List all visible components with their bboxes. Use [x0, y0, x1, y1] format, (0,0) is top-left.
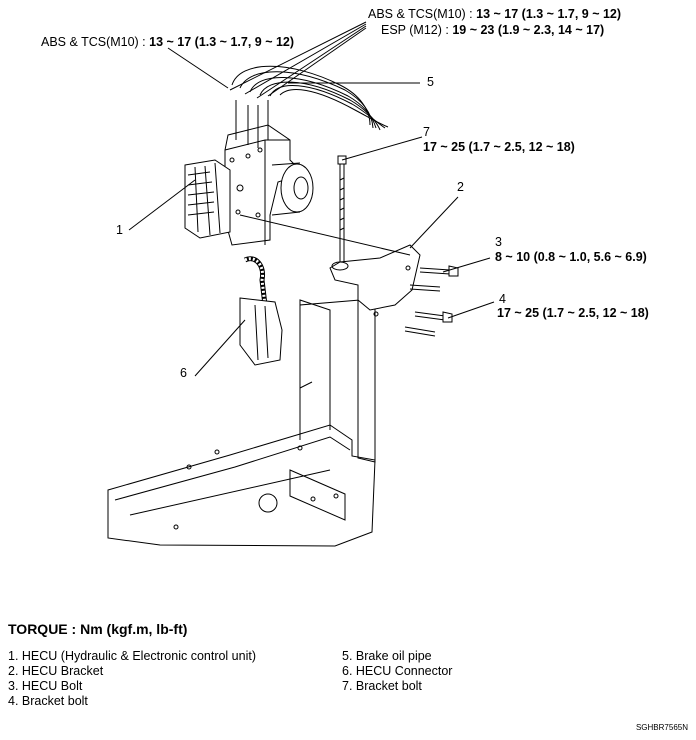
legend-item-3: 3. HECU Bolt — [8, 679, 83, 693]
figure-code: SGHBR7565N — [635, 723, 688, 732]
legend-item-7: 7. Bracket bolt — [342, 679, 422, 693]
hecu-exploded-diagram — [107, 21, 495, 547]
item-number-1: 1 — [116, 223, 123, 237]
legend-left: 1. HECU (Hydraulic & Electronic control … — [8, 649, 256, 709]
mounting-plate — [299, 299, 361, 389]
hecu-bracket — [239, 214, 421, 317]
item-number-5: 5 — [427, 75, 434, 89]
hecu-connector — [239, 256, 283, 366]
callout-item-4: 17 ~ 25 (1.7 ~ 2.5, 12 ~ 18) — [497, 306, 649, 321]
legend-item-2: 2. HECU Bracket — [8, 664, 104, 678]
callout-item-7: 17 ~ 25 (1.7 ~ 2.5, 12 ~ 18) — [423, 140, 575, 155]
callout-top-left-text: ABS & TCS(M10) : — [41, 35, 150, 49]
callout-top-right-1-value: 13 ~ 17 (1.3 ~ 1.7, 9 ~ 12) — [476, 7, 622, 21]
callout-top-right-1-text: ABS & TCS(M10) : — [368, 7, 477, 21]
callout-item-7-value: 17 ~ 25 (1.7 ~ 2.5, 12 ~ 18) — [423, 140, 575, 154]
leader-lines — [128, 21, 495, 377]
brake-oil-pipes — [231, 65, 389, 148]
torque-title: TORQUE : Nm (kgf.m, lb-ft) — [8, 621, 188, 637]
item-number-2: 2 — [457, 180, 464, 194]
legend-item-6: 6. HECU Connector — [342, 664, 453, 678]
item-number-3: 3 — [495, 235, 502, 249]
legend-item-5: 5. Brake oil pipe — [342, 649, 432, 663]
callout-top-left: ABS & TCS(M10) : 13 ~ 17 (1.3 ~ 1.7, 9 ~… — [41, 35, 294, 50]
item-number-4: 4 — [499, 292, 506, 306]
item-number-6: 6 — [180, 366, 187, 380]
callout-top-right-2-value: 19 ~ 23 (1.9 ~ 2.3, 14 ~ 17) — [452, 23, 605, 37]
callout-top-right-1: ABS & TCS(M10) : 13 ~ 17 (1.3 ~ 1.7, 9 ~… — [368, 7, 621, 22]
callout-item-3-value: 8 ~ 10 (0.8 ~ 1.0, 5.6 ~ 6.9) — [495, 250, 647, 264]
callout-item-4-value: 17 ~ 25 (1.7 ~ 2.5, 12 ~ 18) — [497, 306, 649, 320]
bracket-bolt-4 — [404, 311, 453, 337]
legend-item-4: 4. Bracket bolt — [8, 694, 88, 708]
callout-item-3: 8 ~ 10 (0.8 ~ 1.0, 5.6 ~ 6.9) — [495, 250, 647, 265]
item-number-7: 7 — [423, 125, 430, 139]
bracket-bolt-7 — [337, 155, 347, 262]
callout-top-right-2-text: ESP (M12) : — [381, 23, 453, 37]
legend-item-1: 1. HECU (Hydraulic & Electronic control … — [8, 649, 256, 663]
hecu-bolt-3 — [409, 265, 459, 292]
hecu-unit — [184, 124, 314, 246]
callout-top-right-2: ESP (M12) : 19 ~ 23 (1.9 ~ 2.3, 14 ~ 17) — [381, 23, 604, 38]
legend-right: 5. Brake oil pipe 6. HECU Connector 7. B… — [342, 649, 452, 694]
callout-top-left-value: 13 ~ 17 (1.3 ~ 1.7, 9 ~ 12) — [149, 35, 295, 49]
